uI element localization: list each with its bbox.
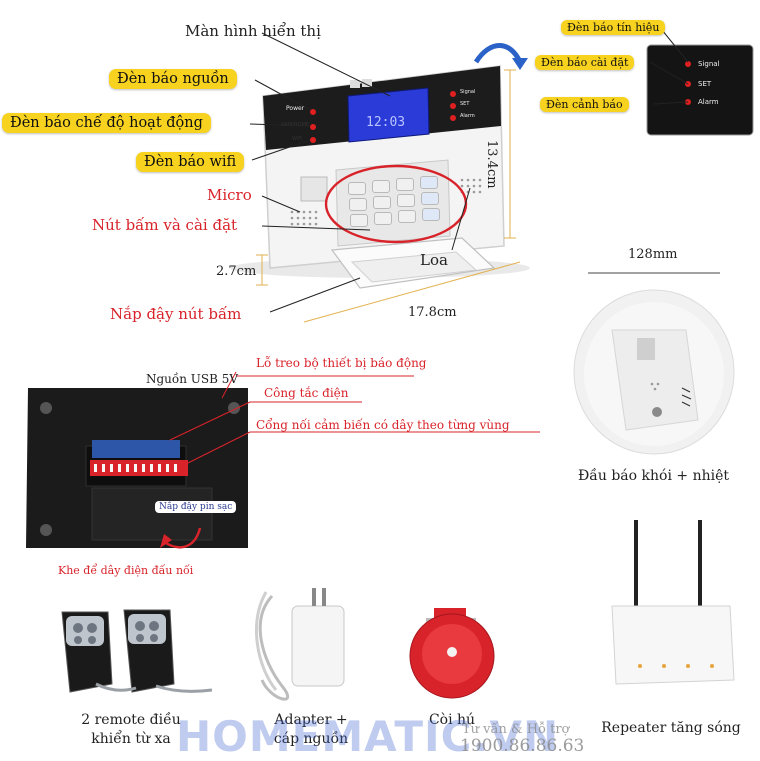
caption-remotes-2: khiển từ xa: [91, 731, 171, 747]
circuit-board: [92, 440, 180, 458]
inset-alarm-text: Alarm: [698, 98, 719, 106]
adapter: [255, 588, 345, 701]
label-display: Màn hình hiển thị: [185, 22, 321, 40]
led-inset: [646, 44, 754, 136]
label-hanging-hole: Lỗ treo bộ thiết bị báo động: [256, 356, 427, 370]
watermark-brand: HOMEMATIC.VN: [176, 712, 560, 761]
watermark-support: Tư vấn & Hỗ trợ: [462, 722, 570, 737]
label-keypad-cover: Nắp đậy nút bấm: [110, 305, 242, 323]
dimension-height: 13.4cm: [484, 140, 499, 189]
label-set-led: Đèn báo cài đặt: [535, 55, 635, 70]
svg-text:12:03: 12:03: [366, 115, 405, 130]
label-smoke-detector: Đầu báo khói + nhiệt: [578, 468, 729, 484]
panel-set-text: SET: [460, 101, 470, 107]
inset-signal-text: Signal: [698, 60, 720, 68]
watermark-phone: 1900.86.86.63: [460, 736, 585, 756]
label-alarm-led: Đèn cảnh báo: [540, 97, 629, 112]
lcd-screen: [347, 87, 430, 143]
sensor-terminal: [90, 460, 188, 476]
label-micro: Micro: [207, 186, 252, 204]
label-signal-led: Đèn báo tín hiệu: [561, 20, 666, 35]
dimension-smoke: 128mm: [628, 247, 678, 262]
inset-set-text: SET: [698, 80, 712, 88]
label-power-led: Đèn báo nguồn: [109, 69, 237, 89]
label-usb: Nguồn USB 5V: [146, 372, 239, 386]
label-cable-slot: Khe để dây điện đấu nối: [58, 564, 194, 577]
panel-wifi-text: WiFi: [292, 136, 303, 142]
dimension-width: 17.8cm: [408, 305, 457, 320]
panel-signal-text: Signal: [460, 89, 476, 95]
label-power-switch: Công tắc điện: [264, 386, 349, 400]
label-battery-cover: Nắp đậy pin sạc: [155, 501, 237, 513]
label-speaker: Loa: [420, 251, 448, 269]
caption-adapter-2: cáp nguồn: [273, 731, 349, 747]
repeater: [611, 520, 735, 685]
caption-remotes-1: 2 remote điều: [81, 712, 181, 728]
caption-siren: Còi hú: [428, 712, 476, 728]
label-sensor-port: Cổng nối cảm biến có dây theo từng vùng: [256, 418, 510, 432]
caption-adapter-1: Adapter +: [274, 712, 348, 728]
panel-arm-text: ARM/HOME: [281, 122, 310, 128]
caption-repeater: Repeater tăng sóng: [601, 720, 741, 736]
panel-alarm-text: Alarm: [460, 113, 475, 119]
panel-power-text: Power: [286, 105, 305, 112]
dimension-depth: 2.7cm: [216, 264, 257, 279]
label-keypad: Nút bấm và cài đặt: [92, 216, 238, 234]
label-mode-led: Đèn báo chế độ hoạt động: [2, 113, 211, 133]
label-wifi-led: Đèn báo wifi: [136, 152, 245, 172]
remote-controls: [61, 609, 213, 693]
siren: [409, 608, 495, 699]
keypad-highlight: [324, 164, 468, 244]
